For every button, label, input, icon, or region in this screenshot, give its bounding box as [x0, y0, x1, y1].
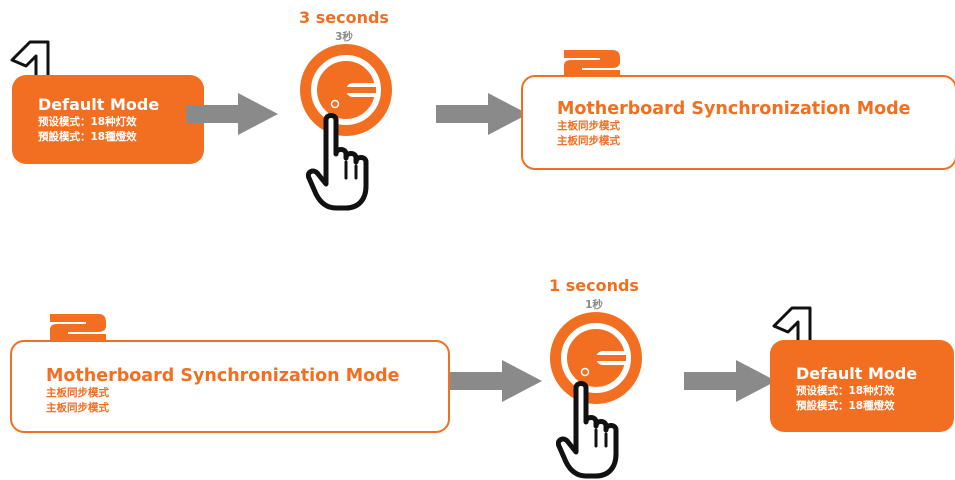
- sync-mode-line-simplified: 主板同步模式: [557, 120, 620, 132]
- timer-3-seconds: 3 seconds: [299, 8, 389, 27]
- pointing-hand-icon: [556, 381, 619, 479]
- right-arrow-icon: [684, 360, 776, 402]
- step-2-numeral: [50, 314, 106, 342]
- motherboard-sync-box: Motherboard Synchronization Mode 主板同步模式 …: [10, 340, 450, 433]
- right-arrow-icon: [436, 93, 528, 135]
- timer-1-seconds: 1 seconds: [549, 276, 639, 295]
- default-mode-line-traditional: 預設模式：18種燈效: [796, 400, 895, 412]
- power-button-icon[interactable]: [548, 310, 644, 406]
- default-mode-line-simplified: 预设模式：18种灯效: [796, 385, 895, 397]
- timer-1-seconds-cn: 1秒: [585, 299, 603, 311]
- default-mode-box: Default Mode 预设模式：18种灯效 預設模式：18種燈效: [12, 75, 204, 164]
- sync-mode-line-traditional: 主板同步模式: [46, 402, 109, 414]
- sync-mode-title: Motherboard Synchronization Mode: [557, 99, 911, 119]
- sync-mode-line-traditional: 主板同步模式: [557, 135, 620, 147]
- pointing-hand-icon: [306, 113, 369, 211]
- default-mode-line-simplified: 预设模式：18种灯效: [38, 116, 137, 128]
- right-arrow-icon: [186, 93, 278, 135]
- right-arrow-icon: [450, 360, 542, 402]
- step-2-numeral: [564, 50, 620, 78]
- motherboard-sync-box: Motherboard Synchronization Mode 主板同步模式 …: [521, 75, 955, 170]
- power-button-icon[interactable]: [298, 42, 394, 138]
- default-mode-line-traditional: 預設模式：18種燈效: [38, 131, 137, 143]
- sync-mode-title: Motherboard Synchronization Mode: [46, 366, 400, 386]
- timer-3-seconds-cn: 3秒: [335, 31, 353, 43]
- default-mode-title: Default Mode: [796, 364, 918, 383]
- default-mode-box: Default Mode 预设模式：18种灯效 預設模式：18種燈效: [770, 340, 954, 432]
- sync-mode-line-simplified: 主板同步模式: [46, 387, 109, 399]
- default-mode-title: Default Mode: [38, 95, 160, 114]
